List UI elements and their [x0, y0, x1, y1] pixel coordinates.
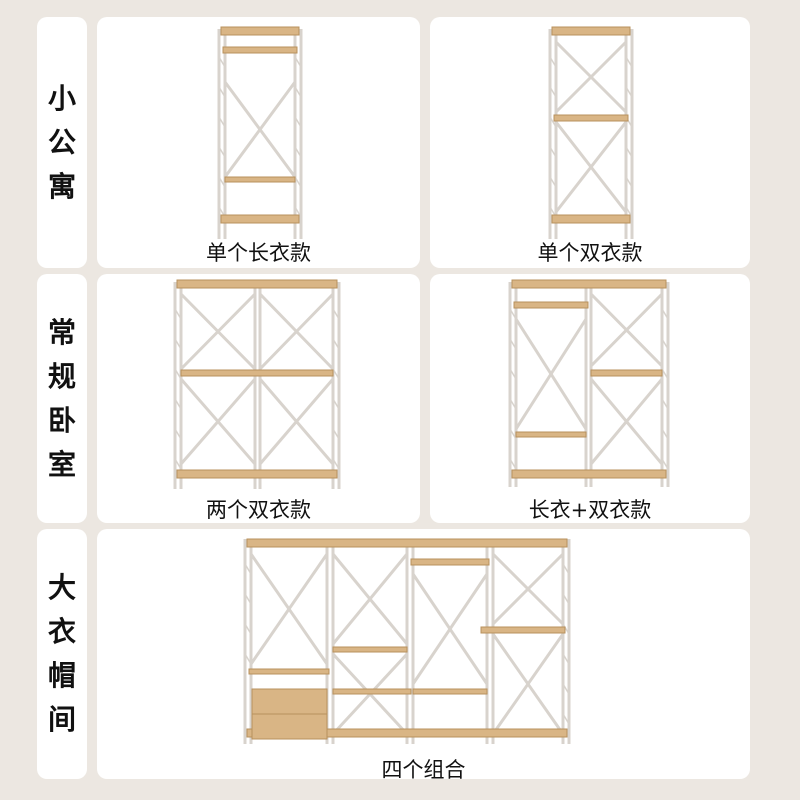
- wardrobe-two-double-image: [173, 279, 341, 489]
- label-char: 卧: [47, 403, 76, 437]
- wardrobe-single-long-image: [217, 26, 303, 239]
- row-label-walk-in-closet: 大 衣 帽 间: [37, 529, 87, 779]
- label-char: 衣: [47, 615, 76, 648]
- card-single-long[interactable]: 单个长衣款: [97, 17, 420, 268]
- label-char: 帽: [47, 659, 76, 692]
- row-label-small-apartment: 小 公 寓: [37, 17, 87, 268]
- card-caption: 长衣+双衣款: [528, 498, 652, 522]
- card-two-double[interactable]: 两个双衣款: [97, 274, 420, 523]
- label-char: 室: [47, 447, 76, 481]
- wardrobe-four-combo-image: [243, 538, 571, 744]
- label-char: 常: [47, 315, 76, 349]
- label-char: 寓: [47, 169, 76, 203]
- wardrobe-long-plus-double-image: [508, 279, 670, 487]
- card-caption: 四个组合: [381, 758, 466, 779]
- card-caption: 单个双衣款: [537, 241, 643, 265]
- label-char: 间: [47, 703, 76, 736]
- card-four-combo[interactable]: 四个组合: [97, 529, 750, 779]
- row-label-regular-bedroom: 常 规 卧 室: [37, 274, 87, 523]
- card-long-plus-double[interactable]: 长衣+双衣款: [430, 274, 750, 523]
- card-single-double[interactable]: 单个双衣款: [430, 17, 750, 268]
- label-char: 大: [47, 571, 76, 604]
- label-char: 公: [47, 125, 76, 159]
- card-caption: 单个长衣款: [206, 241, 311, 265]
- wardrobe-single-double-image: [548, 26, 634, 239]
- label-char: 规: [47, 359, 76, 393]
- card-caption: 两个双衣款: [206, 498, 311, 522]
- label-char: 小: [47, 81, 76, 115]
